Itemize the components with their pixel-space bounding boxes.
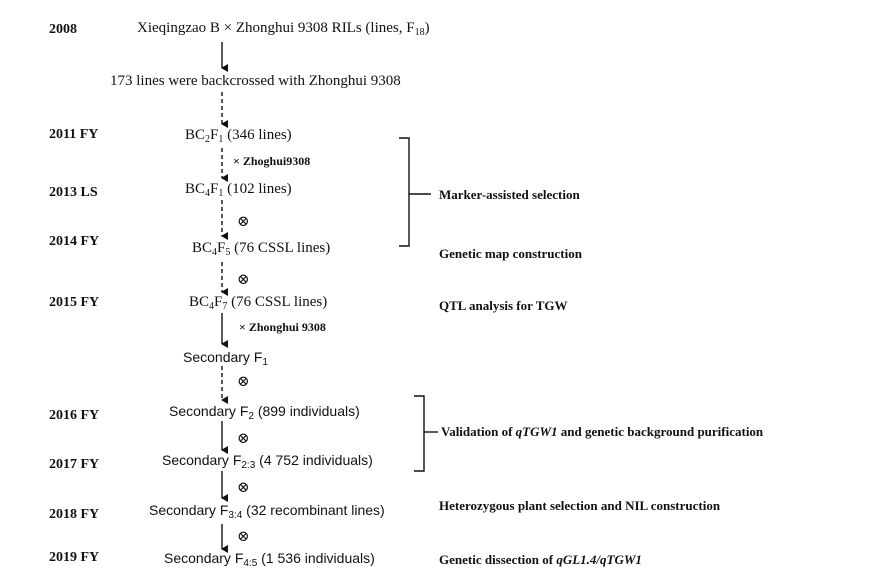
bracket-bc-stage	[399, 137, 410, 247]
year-2014-fy: 2014 FY	[49, 234, 100, 249]
node-bc4f7-tail: (76 CSSL lines)	[227, 294, 328, 310]
year-2015-fy: 2015 FY	[49, 295, 100, 310]
note-genetic-dissection: Genetic dissection of qGL1.4/qTGW1	[439, 552, 642, 568]
node-bc2f1-mid: F	[210, 127, 219, 143]
year-2017-fy: 2017 FY	[49, 457, 100, 472]
note-marker-assisted-selection: Marker-assisted selection	[439, 187, 580, 202]
node-secondary-f2: Secondary F2 (899 individuals)	[169, 403, 360, 422]
node-secf2-tail: (899 individuals)	[253, 403, 360, 419]
year-2016-fy: 2016 FY	[49, 408, 100, 423]
note-validation-gene: qTGW1	[515, 424, 558, 439]
node-ril-population: Xieqingzao B × Zhonghui 9308 RILs (lines…	[137, 20, 430, 38]
node-secf45-tail: (1 536 individuals)	[257, 550, 375, 566]
node-bc4f1-sub2: 1	[218, 188, 224, 199]
bracket-secondary-stage	[414, 395, 425, 472]
node-ril-sub: 18	[414, 27, 425, 38]
note-dissection-pre: Genetic dissection of	[439, 552, 557, 567]
node-secf34-sub: 3:4	[228, 510, 243, 521]
selfing-icon-2: ⊗	[237, 272, 250, 288]
node-bc4f7: BC4F7 (76 CSSL lines)	[189, 294, 328, 312]
node-secf23-sub: 2:3	[241, 460, 256, 471]
selfing-icon-4: ⊗	[237, 431, 250, 447]
selfing-icon-1: ⊗	[237, 214, 250, 230]
node-bc2f1-sub2: 1	[218, 134, 224, 145]
node-bc4f5: BC4F5 (76 CSSL lines)	[192, 240, 331, 258]
node-bc4f1-tail: (102 lines)	[223, 181, 292, 197]
year-2018-fy: 2018 FY	[49, 507, 100, 522]
node-secf1-sub: 1	[262, 357, 268, 368]
node-bc4f7-mid: F	[214, 294, 223, 310]
node-bc4f5-sub2: 5	[225, 247, 231, 258]
node-secf2-sub: 2	[248, 411, 254, 422]
node-bc4f5-pre: BC	[192, 240, 213, 256]
node-secondary-f34: Secondary F3:4 (32 recombinant lines)	[149, 502, 385, 521]
note-dissection-gene: qGL1.4/qTGW1	[556, 552, 642, 567]
node-bc2f1: BC2F1 (346 lines)	[185, 127, 292, 145]
year-2011-fy: 2011 FY	[49, 127, 99, 142]
selfing-icon-3: ⊗	[237, 374, 250, 390]
note-heterozygous-selection: Heterozygous plant selection and NIL con…	[439, 498, 721, 513]
node-bc2f1-pre: BC	[185, 127, 206, 143]
year-2008: 2008	[49, 22, 77, 37]
node-bc4f5-tail: (76 CSSL lines)	[230, 240, 331, 256]
node-secf23-pre: Secondary F	[162, 452, 242, 468]
node-backcross: 173 lines were backcrossed with Zhonghui…	[110, 73, 401, 89]
note-qtl-analysis: QTL analysis for TGW	[439, 298, 568, 313]
node-bc4f7-sub1: 4	[209, 301, 215, 312]
note-genetic-map-construction: Genetic map construction	[439, 246, 582, 261]
node-bc4f1-mid: F	[210, 181, 219, 197]
year-2019-fy: 2019 FY	[49, 550, 100, 565]
note-validation-post: and genetic background purification	[557, 424, 764, 439]
node-bc2f1-tail: (346 lines)	[223, 127, 292, 143]
node-secondary-f1: Secondary F1	[183, 349, 268, 368]
year-2013-ls: 2013 LS	[49, 185, 98, 200]
node-secf45-pre: Secondary F	[164, 550, 244, 566]
node-secondary-f23: Secondary F2:3 (4 752 individuals)	[162, 452, 373, 471]
node-secf1-pre: Secondary F	[183, 349, 263, 365]
cross-label-zhonghui-9308: × Zhonghui 9308	[239, 320, 326, 334]
node-bc4f7-pre: BC	[189, 294, 210, 310]
node-bc4f5-sub1: 4	[212, 247, 218, 258]
node-secf34-pre: Secondary F	[149, 502, 229, 518]
node-bc4f5-mid: F	[217, 240, 226, 256]
node-secondary-f45: Secondary F4:5 (1 536 individuals)	[164, 550, 375, 569]
node-bc4f1-pre: BC	[185, 181, 206, 197]
node-ril-tail: )	[424, 20, 430, 36]
node-secf23-tail: (4 752 individuals)	[255, 452, 373, 468]
node-secf34-tail: (32 recombinant lines)	[242, 502, 385, 518]
cross-label-zhoghui9308: × Zhoghui9308	[233, 154, 311, 168]
node-bc4f1-sub1: 4	[205, 188, 211, 199]
node-bc2f1-sub1: 2	[205, 134, 211, 145]
selfing-icon-5: ⊗	[237, 480, 250, 496]
selfing-icon-6: ⊗	[237, 529, 250, 545]
node-ril-text: Xieqingzao B × Zhonghui 9308 RILs (lines…	[137, 20, 415, 36]
node-bc4f7-sub2: 7	[222, 301, 228, 312]
note-validation-pre: Validation of	[441, 424, 516, 439]
node-secf45-sub: 4:5	[243, 558, 258, 569]
note-validation: Validation of qTGW1 and genetic backgrou…	[441, 424, 763, 440]
node-secf2-pre: Secondary F	[169, 403, 249, 419]
node-bc4f1: BC4F1 (102 lines)	[185, 181, 292, 199]
